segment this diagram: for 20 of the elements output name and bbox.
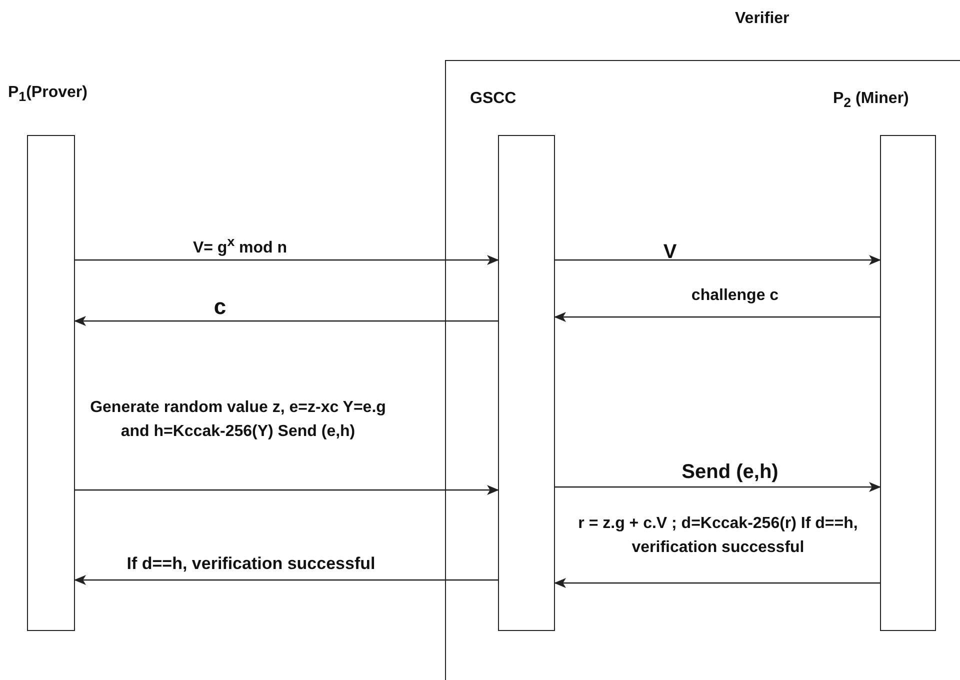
arrow (75, 485, 499, 495)
participant-name: P$_{1}$(Prover) (8, 84, 88, 104)
edge-label: Generate random value z, e=z-xc Y=e.g and h=Kccak-256(Y) Send (e,h) (89, 398, 387, 442)
arrow (554, 578, 880, 588)
edge-label: Send (e,h) (680, 460, 780, 484)
participant-name: P$_{2}$ (Miner) (833, 90, 909, 110)
edge-label: challenge c (690, 286, 780, 306)
participant-name: GSCC (470, 90, 516, 108)
arrow (554, 312, 880, 322)
edge-label: V (662, 240, 678, 264)
edge-label: r = z.g + c.V ; d=Kccak-256(r) If d==h, verification successful (577, 514, 859, 558)
arrow (74, 575, 498, 585)
arrow (74, 316, 498, 326)
edge-label: V= g$^{x}$ mod n (192, 233, 288, 258)
arrow (555, 482, 881, 492)
group-title: Verifier (735, 10, 790, 28)
edge-label: If d==h, verification successful (126, 553, 376, 575)
arrow (75, 255, 499, 265)
arrow (555, 255, 881, 265)
edge-label: c (212, 295, 228, 319)
